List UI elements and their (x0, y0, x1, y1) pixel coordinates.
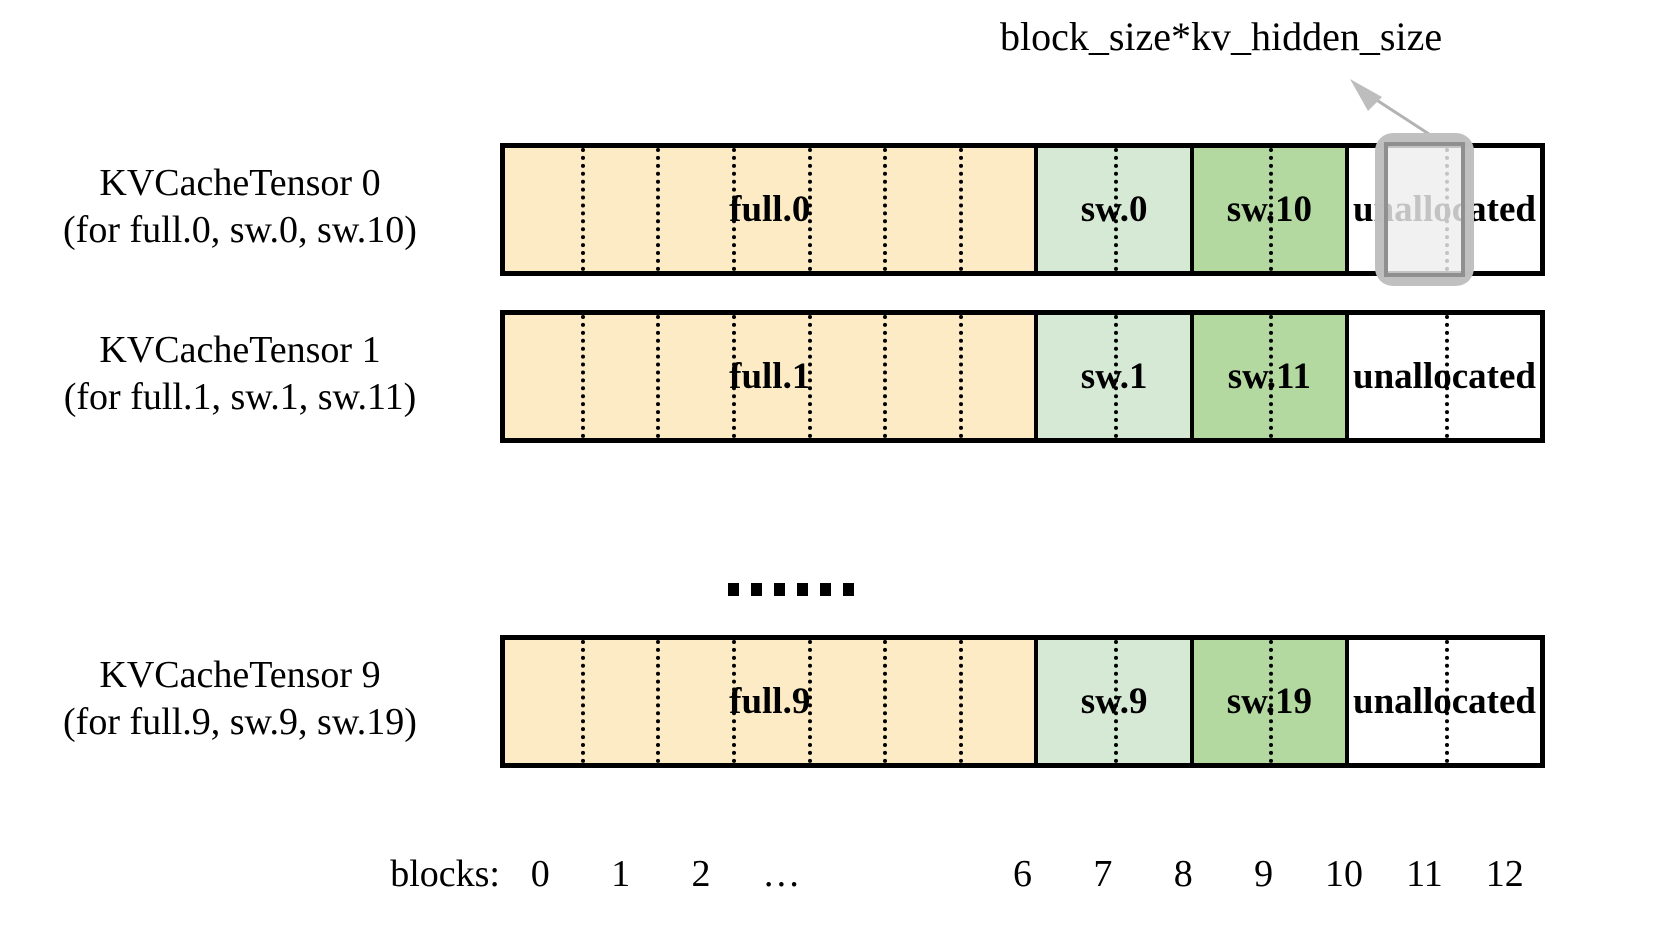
block-divider (1269, 640, 1274, 763)
block-divider (1444, 640, 1449, 763)
block-divider (656, 640, 661, 763)
tensor-segment[interactable]: sw.19 (1193, 640, 1350, 763)
vertical-ellipsis (728, 583, 854, 596)
axis-tick-label: 11 (1406, 853, 1443, 895)
tensor-row-label-line2: (for full.1, sw.1, sw.11) (63, 376, 417, 418)
tensor-segment[interactable]: full.0 (505, 148, 1039, 271)
block-divider (807, 148, 812, 271)
annotation-label: block_size*kv_hidden_size (1000, 14, 1443, 59)
tensor-segment-label: full.0 (729, 188, 811, 230)
tensor-segment[interactable]: sw.9 (1038, 640, 1194, 763)
tensor-segment-label: unallocated (1353, 355, 1536, 397)
block-divider (1114, 148, 1119, 271)
tensor-segment-label: sw.11 (1227, 355, 1312, 397)
tensor-segment-label: sw.19 (1226, 680, 1313, 722)
tensor-segment[interactable]: full.1 (505, 315, 1039, 438)
axis-title: blocks: (390, 853, 500, 895)
tensor-segment-label: full.1 (729, 355, 811, 397)
kv-cache-tensor-bar: full.1 sw.1 sw.11 unallocated (500, 310, 1545, 443)
block-divider (656, 148, 661, 271)
block-highlight-inner-border (1384, 142, 1465, 277)
axis-tick-label: 12 (1485, 853, 1524, 895)
block-highlight-box[interactable] (1375, 133, 1474, 286)
tensor-segment[interactable]: sw.11 (1193, 315, 1350, 438)
block-divider (1114, 640, 1119, 763)
tensor-row-label: KVCacheTensor 9 (for full.9, sw.9, sw.19) (0, 652, 480, 746)
tensor-segment[interactable]: full.9 (505, 640, 1039, 763)
block-divider (958, 315, 963, 438)
tensor-segment-label: full.9 (729, 680, 811, 722)
axis-tick-label: 1 (611, 853, 631, 895)
tensor-row-label-line2: (for full.9, sw.9, sw.19) (63, 701, 417, 743)
block-divider (1269, 148, 1274, 271)
tensor-segment[interactable]: unallocated (1349, 315, 1540, 438)
tensor-row-label-line1: KVCacheTensor 0 (99, 162, 381, 204)
tensor-row-label: KVCacheTensor 0 (for full.0, sw.0, sw.10) (0, 160, 480, 254)
tensor-row-label-line1: KVCacheTensor 1 (99, 329, 381, 371)
tensor-segment[interactable]: sw.10 (1193, 148, 1350, 271)
tensor-segment[interactable]: unallocated (1349, 640, 1540, 763)
axis-tick-label: 0 (530, 853, 550, 895)
block-divider (883, 640, 888, 763)
block-divider (580, 640, 585, 763)
block-divider (1444, 315, 1449, 438)
tensor-segment-label: sw.1 (1080, 355, 1148, 397)
block-divider (807, 640, 812, 763)
block-divider (731, 148, 736, 271)
tensor-segment[interactable]: sw.1 (1038, 315, 1194, 438)
axis-tick-label: 10 (1325, 853, 1364, 895)
block-divider (958, 640, 963, 763)
block-divider (1269, 315, 1274, 438)
block-divider (807, 315, 812, 438)
axis-tick-label: 8 (1173, 853, 1193, 895)
block-divider (731, 315, 736, 438)
axis-tick-label: 2 (691, 853, 711, 895)
axis-tick-label: 9 (1254, 853, 1274, 895)
axis-tick-label: 7 (1093, 853, 1113, 895)
tensor-row-label-line1: KVCacheTensor 9 (99, 654, 381, 696)
block-divider (731, 640, 736, 763)
axis-tick-label: 6 (1012, 853, 1032, 895)
tensor-segment-label: sw.9 (1080, 680, 1148, 722)
block-divider (1114, 315, 1119, 438)
block-divider (883, 315, 888, 438)
block-divider (656, 315, 661, 438)
block-divider (958, 148, 963, 271)
tensor-segment-label: sw.0 (1080, 188, 1148, 230)
tensor-row-label: KVCacheTensor 1 (for full.1, sw.1, sw.11) (0, 327, 480, 421)
block-divider (883, 148, 888, 271)
axis-tick-label: … (762, 853, 801, 895)
block-divider (580, 315, 585, 438)
kv-cache-tensor-bar: full.9 sw.9 sw.19 unallocated (500, 635, 1545, 768)
tensor-row-label-line2: (for full.0, sw.0, sw.10) (63, 209, 417, 251)
tensor-segment-label: unallocated (1353, 680, 1536, 722)
block-divider (580, 148, 585, 271)
tensor-segment-label: sw.10 (1226, 188, 1313, 230)
tensor-segment[interactable]: sw.0 (1038, 148, 1194, 271)
